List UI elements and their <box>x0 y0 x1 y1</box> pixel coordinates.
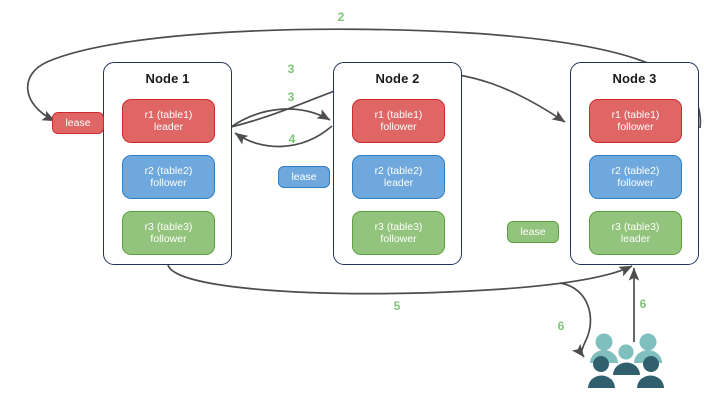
replica-r1[interactable]: r1 (table1) follower <box>589 99 682 143</box>
replica-name: r1 (table1) <box>611 108 660 121</box>
replica-r2[interactable]: r2 (table2) leader <box>352 155 445 199</box>
replica-name: r3 (table3) <box>374 220 423 233</box>
step-label-5: 5 <box>393 299 401 313</box>
replica-r1[interactable]: r1 (table1) follower <box>352 99 445 143</box>
replica-r2[interactable]: r2 (table2) follower <box>589 155 682 199</box>
replica-role: follower <box>380 233 417 245</box>
replica-r3[interactable]: r3 (table3) follower <box>122 211 215 255</box>
replica-role: leader <box>620 233 651 245</box>
step-label-3a: 3 <box>287 62 295 76</box>
arrow-step-6 <box>559 282 592 358</box>
replica-name: r2 (table2) <box>374 164 423 177</box>
lease-chip-r2[interactable]: lease <box>278 166 330 188</box>
replica-role: follower <box>150 233 187 245</box>
replica-role: follower <box>380 121 417 133</box>
replica-name: r1 (table1) <box>374 108 423 121</box>
arrow-step-5 <box>167 264 633 295</box>
arrow-step-3-lower <box>230 108 331 128</box>
replica-role: follower <box>617 177 654 189</box>
replica-name: r2 (table2) <box>611 164 660 177</box>
replica-r1[interactable]: r1 (table1) leader <box>122 99 215 143</box>
replica-r3[interactable]: r3 (table3) leader <box>589 211 682 255</box>
step-label-2: 2 <box>337 10 345 24</box>
node-title: Node 2 <box>375 71 420 86</box>
node-title: Node 3 <box>612 71 657 86</box>
replica-r3[interactable]: r3 (table3) follower <box>352 211 445 255</box>
replica-role: leader <box>383 177 414 189</box>
node-card-node1[interactable]: Node 1 r1 (table1) leader r2 (table2) fo… <box>103 62 232 265</box>
replica-name: r3 (table3) <box>611 220 660 233</box>
replica-r2[interactable]: r2 (table2) follower <box>122 155 215 199</box>
replica-role: leader <box>153 121 184 133</box>
replica-name: r2 (table2) <box>144 164 193 177</box>
node-card-node2[interactable]: Node 2 r1 (table1) follower r2 (table2) … <box>333 62 462 265</box>
step-label-3b: 3 <box>287 90 295 104</box>
replica-name: r1 (table1) <box>144 108 193 121</box>
replica-name: r3 (table3) <box>144 220 193 233</box>
people-icon <box>588 333 664 388</box>
lease-chip-r1[interactable]: lease <box>52 112 104 134</box>
step-label-1: 6 <box>639 297 647 311</box>
lease-chip-r3[interactable]: lease <box>507 221 559 243</box>
replica-role: follower <box>617 121 654 133</box>
replica-role: follower <box>150 177 187 189</box>
step-label-6: 6 <box>557 319 565 333</box>
arrow-step-4 <box>234 125 333 148</box>
step-label-4: 4 <box>288 132 296 146</box>
node-card-node3[interactable]: Node 3 r1 (table1) follower r2 (table2) … <box>570 62 699 265</box>
node-title: Node 1 <box>145 71 190 86</box>
